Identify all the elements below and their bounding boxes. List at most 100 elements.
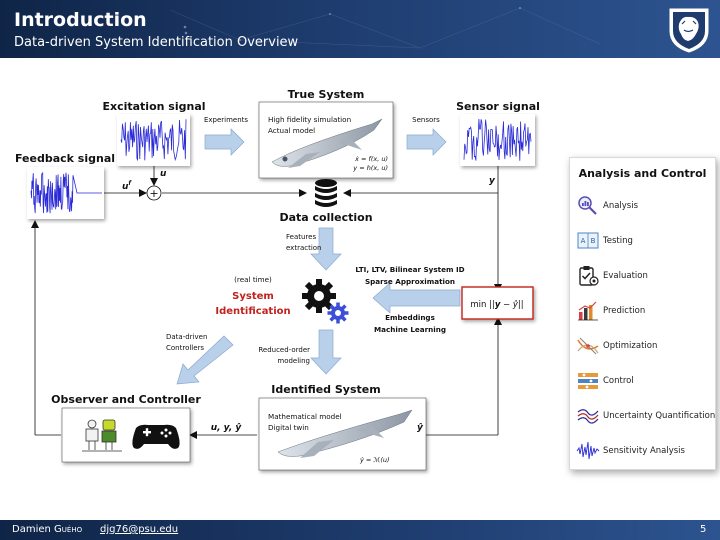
header-network-pattern — [169, 7, 601, 49]
sysid-line2: Identification — [215, 306, 290, 317]
legend-item-testing: A B Testing — [576, 229, 714, 255]
summing-junction: + — [146, 185, 162, 201]
features-arrow — [310, 227, 342, 271]
feedback-title: Feedback signal — [15, 152, 115, 165]
true-system-eq1: ẋ = f(x, u) — [354, 155, 388, 163]
bar-chart-icon — [578, 301, 598, 321]
clipboard-check-icon — [579, 266, 599, 286]
sensors-label: Sensors — [412, 116, 440, 124]
gear-tooth — [316, 279, 322, 287]
lti-label: LTI, LTV, Bilinear System ID — [355, 265, 464, 274]
sensor-signal-box — [460, 114, 535, 166]
summing-plus: + — [149, 187, 158, 200]
true-system-eq2: y = h(x, u) — [352, 164, 388, 172]
legend-item-control: Control — [576, 369, 714, 395]
reduced-order-arrow — [310, 329, 342, 375]
identified-line2: Digital twin — [268, 423, 309, 432]
y-label: y — [489, 176, 496, 186]
identified-line1: Mathematical model — [268, 412, 342, 421]
svg-text:A: A — [581, 237, 586, 245]
legend-item-prediction: Prediction — [576, 299, 714, 325]
author-first-name: Damien — [12, 524, 51, 535]
legend-label-uncertainty: Uncertainty Quantification — [603, 411, 716, 421]
legend-item-optimization: Optimization — [576, 334, 714, 360]
reduced-line2: modeling — [277, 357, 310, 365]
university-shield-logo — [669, 8, 709, 53]
slide-footer: Damien Guého djg76@psu.edu 5 — [0, 520, 720, 540]
true-system-title: True System — [288, 88, 365, 101]
legend-item-sensitivity: Sensitivity Analysis — [576, 439, 714, 465]
true-system-box: High fidelity simulation Actual model ẋ … — [258, 101, 394, 179]
database-icon — [315, 179, 337, 207]
realtime-label: (real time) — [234, 275, 272, 284]
sensitivity-wave-icon — [576, 441, 600, 460]
sensors-arrow — [406, 128, 447, 156]
datadriven-line1: Data-driven — [166, 333, 207, 341]
legend-label-evaluation: Evaluation — [603, 271, 648, 281]
features-line1: Features — [286, 233, 316, 241]
legend-item-analysis: Analysis — [576, 194, 714, 220]
u-label: u — [160, 169, 167, 179]
author-last-name: Guého — [54, 524, 83, 535]
control-panel-icon — [578, 373, 598, 389]
sysid-line1: System — [232, 291, 274, 302]
observer-controller-box — [61, 407, 191, 463]
legend-label-analysis: Analysis — [603, 201, 639, 211]
embeddings-label: Embeddings — [385, 313, 435, 322]
game-controller-icon — [132, 424, 180, 449]
experiments-label: Experiments — [204, 116, 248, 124]
uyy-label: u, y, ŷ — [211, 423, 243, 433]
legend-label-optimization: Optimization — [603, 341, 658, 351]
legend-item-evaluation: Evaluation — [576, 264, 714, 290]
gear-tooth — [316, 305, 322, 313]
legend-label-sensitivity: Sensitivity Analysis — [603, 446, 685, 456]
footer-page-number: 5 — [700, 524, 707, 535]
datadriven-line2: Controllers — [166, 344, 204, 352]
reduced-line1: Reduced-order — [258, 346, 310, 354]
optimization-icon — [577, 337, 599, 355]
magnifier-chart-icon — [578, 196, 597, 215]
true-system-line1: High fidelity simulation — [268, 115, 351, 124]
legend-label-control: Control — [603, 376, 634, 386]
sensor-waveform — [463, 118, 532, 161]
footer-email-link[interactable]: djg76@psu.edu — [100, 524, 179, 535]
legend-label-prediction: Prediction — [603, 306, 646, 316]
slide-subtitle: Data-driven System Identification Overvi… — [14, 35, 299, 50]
sensor-title: Sensor signal — [456, 100, 540, 113]
aircraft-image-identified — [277, 409, 413, 458]
observer-figures-icon — [82, 419, 122, 452]
feedback-waveform — [30, 171, 102, 214]
identified-eq: ŷ = ℳ(u) — [359, 456, 390, 464]
analysis-control-legend: Analysis and Control Analysis A B Testin… — [569, 157, 716, 470]
gear-tooth — [336, 302, 340, 309]
legend-label-testing: Testing — [603, 236, 633, 246]
data-collection-label: Data collection — [279, 211, 372, 224]
minimize-arrow — [372, 282, 461, 314]
uf-label: uf — [122, 180, 132, 192]
minimize-expression: min ||y − ŷ|| — [470, 300, 523, 310]
system-id-diagram: Excitation signal True System Sensor sig… — [15, 88, 540, 471]
feedback-signal-box — [27, 167, 104, 219]
slide-title: Introduction — [14, 9, 147, 31]
slide-header: Introduction Data-driven System Identifi… — [0, 0, 720, 58]
footer-author: Damien Guého — [12, 524, 82, 535]
legend-title: Analysis and Control — [578, 167, 707, 180]
excitation-waveform — [120, 119, 187, 162]
observer-title: Observer and Controller — [51, 393, 201, 406]
excitation-signal-box — [117, 114, 190, 166]
data-driven-arrow — [176, 335, 234, 385]
legend-item-uncertainty: Uncertainty Quantification — [576, 404, 716, 430]
ab-test-icon: A B — [577, 232, 599, 249]
excitation-title: Excitation signal — [102, 100, 205, 113]
identified-system-box: Mathematical model Digital twin ŷ = ℳ(u) — [258, 397, 427, 471]
sparse-label: Sparse Approximation — [365, 277, 455, 286]
features-line2: extraction — [286, 244, 322, 252]
uncertainty-lines-icon — [577, 409, 599, 424]
aircraft-image — [271, 118, 383, 168]
yhat-label: ŷ — [417, 423, 424, 433]
minimize-box: min ||y − ŷ|| — [461, 286, 534, 320]
identified-title: Identified System — [271, 383, 380, 396]
ml-label: Machine Learning — [374, 325, 446, 334]
gear-tooth — [336, 317, 340, 324]
experiments-arrow — [204, 128, 245, 156]
